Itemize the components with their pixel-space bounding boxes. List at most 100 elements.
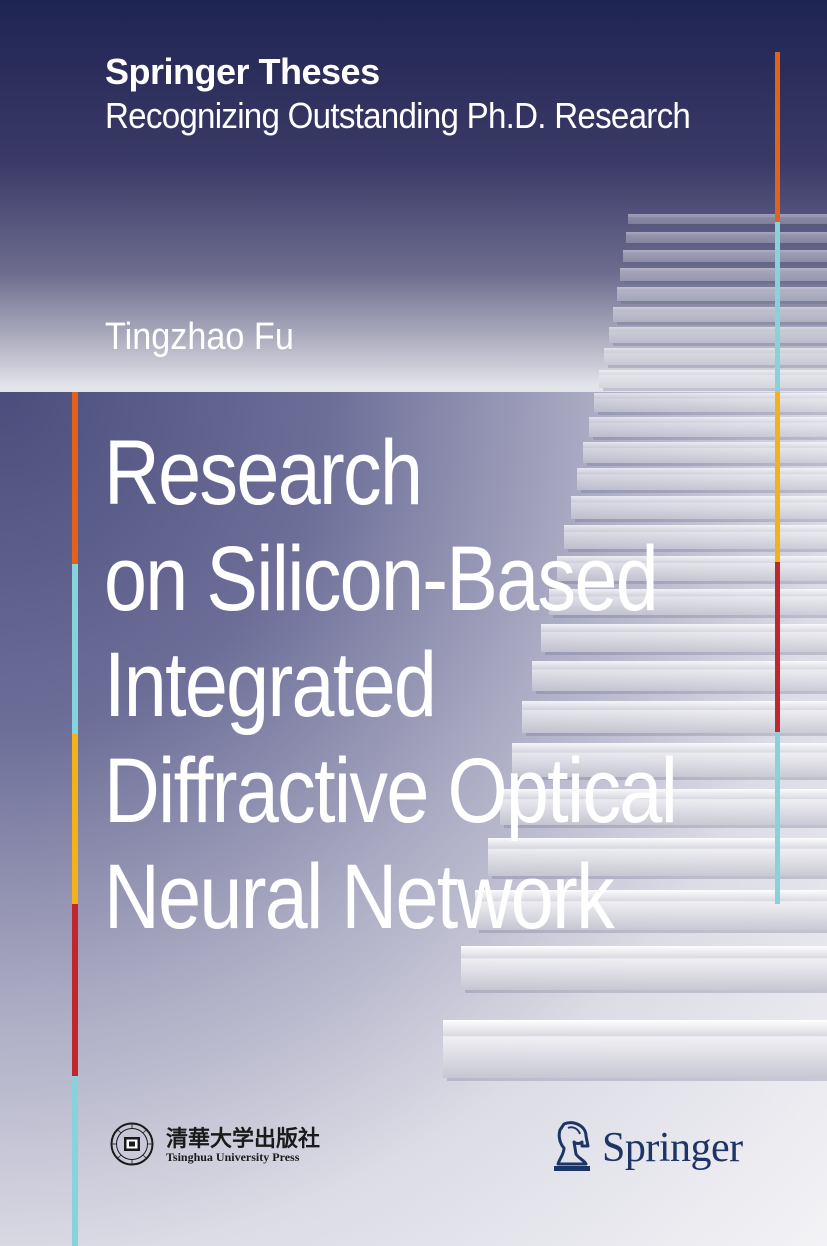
stair-step-top	[623, 250, 827, 254]
stair-step-top	[617, 287, 827, 291]
left-bar-cyan	[72, 564, 78, 734]
stair-step-top	[589, 417, 827, 423]
springer-logo: Springer	[550, 1118, 760, 1178]
title-line-2: on Silicon-Based	[104, 528, 659, 630]
springer-wordmark: Springer	[602, 1125, 743, 1171]
stair-step-shadow	[624, 281, 827, 284]
stair-step-top	[577, 468, 827, 475]
series-subtitle: Recognizing Outstanding Ph.D. Research	[105, 95, 691, 136]
stair-step-top	[488, 838, 827, 849]
stair-step-shadow	[621, 301, 827, 304]
stair-step-top	[443, 1020, 827, 1037]
stair-step-shadow	[593, 437, 827, 440]
stair-step-shadow	[504, 825, 827, 828]
stair-step-face	[628, 216, 827, 224]
stair-step-shadow	[568, 549, 827, 552]
stair-step-face	[626, 235, 827, 243]
stair-step-face	[620, 271, 827, 281]
stair-step-shadow	[630, 243, 827, 246]
tsinghua-english-name: Tsinghua University Press	[166, 1150, 300, 1164]
stair-step-top	[475, 890, 827, 902]
stair-step-shadow	[627, 262, 827, 265]
stair-step-shadow	[526, 733, 827, 736]
stair-step-top	[626, 232, 827, 236]
stair-step-face	[512, 752, 827, 777]
stair-step-shadow	[536, 691, 827, 694]
stair-step-top	[557, 556, 827, 563]
stair-step-face	[577, 474, 827, 490]
stair-step-top	[571, 496, 827, 503]
stair-step-face	[623, 253, 827, 262]
stair-step-top	[594, 393, 827, 399]
tsinghua-seal-icon	[110, 1122, 154, 1166]
stair-step-face	[488, 848, 827, 876]
svg-text:清華大学出版社: 清華大学出版社	[166, 1126, 320, 1152]
stair-step-face	[594, 398, 827, 412]
stair-step-shadow	[632, 224, 827, 227]
stair-step-face	[571, 502, 827, 519]
stair-step-shadow	[608, 365, 827, 368]
title-line-1: Research	[104, 422, 423, 524]
tsinghua-press-logo: 清華大学出版社 Tsinghua University Press	[110, 1120, 330, 1170]
left-bar-red	[72, 904, 78, 1076]
stair-step-top	[461, 946, 827, 959]
stair-step-shadow	[613, 343, 827, 346]
stair-step-face	[541, 631, 827, 652]
stair-step-top	[599, 370, 827, 376]
stair-step-face	[599, 375, 827, 388]
right-bar-orange	[775, 52, 780, 222]
stair-step-shadow	[603, 388, 827, 391]
stair-step-shadow	[587, 463, 827, 466]
right-bar-yellow	[775, 392, 780, 562]
stair-step-top	[522, 701, 827, 710]
title-line-5: Neural Network	[104, 846, 615, 948]
author-name: Tingzhao Fu	[105, 316, 294, 358]
stair-step-top	[564, 525, 827, 532]
stair-step-shadow	[617, 322, 827, 325]
stair-step-shadow	[447, 1078, 827, 1081]
stair-step-top	[532, 661, 827, 670]
series-block: Springer Theses Recognizing Outstanding …	[105, 50, 741, 138]
stair-step-top	[549, 589, 827, 597]
springer-horse-icon	[554, 1121, 590, 1171]
stair-step-shadow	[465, 990, 827, 993]
stair-step-face	[549, 596, 827, 615]
stair-step-shadow	[553, 615, 827, 618]
stair-step-shadow	[561, 581, 827, 584]
stair-step-face	[522, 709, 827, 733]
stair-step-top	[512, 743, 827, 753]
stair-step-face	[617, 290, 827, 301]
stair-step-face	[589, 422, 827, 437]
stair-step-face	[443, 1036, 827, 1078]
series-name: Springer Theses	[105, 51, 380, 92]
stair-step-top	[620, 268, 827, 272]
stair-step-top	[583, 442, 827, 448]
right-bar-cyan-2	[775, 732, 780, 904]
stair-step-shadow	[575, 519, 827, 522]
left-bar-yellow	[72, 734, 78, 904]
left-bar-orange	[72, 392, 78, 564]
right-bar-cyan	[775, 222, 780, 392]
stair-step-shadow	[479, 930, 827, 933]
stair-step-face	[564, 531, 827, 549]
stair-step-face	[500, 799, 827, 825]
stair-step-face	[609, 331, 827, 343]
title-line-4: Diffractive Optical	[104, 740, 678, 842]
book-title: Research on Silicon-Based Integrated Dif…	[104, 420, 804, 950]
stair-step-face	[583, 447, 827, 463]
stair-step-shadow	[581, 490, 827, 493]
stair-step-top	[500, 789, 827, 800]
stair-step-top	[604, 348, 827, 353]
stair-step-face	[475, 901, 827, 930]
title-line-3: Integrated	[104, 634, 437, 736]
stair-step-shadow	[545, 652, 827, 655]
stair-step-top	[628, 214, 827, 217]
stair-step-face	[557, 563, 827, 581]
stair-step-shadow	[492, 876, 827, 879]
stair-step-top	[609, 327, 827, 332]
stair-step-top	[541, 624, 827, 632]
stair-step-face	[613, 311, 827, 322]
left-bar-cyan-2	[72, 1076, 78, 1246]
